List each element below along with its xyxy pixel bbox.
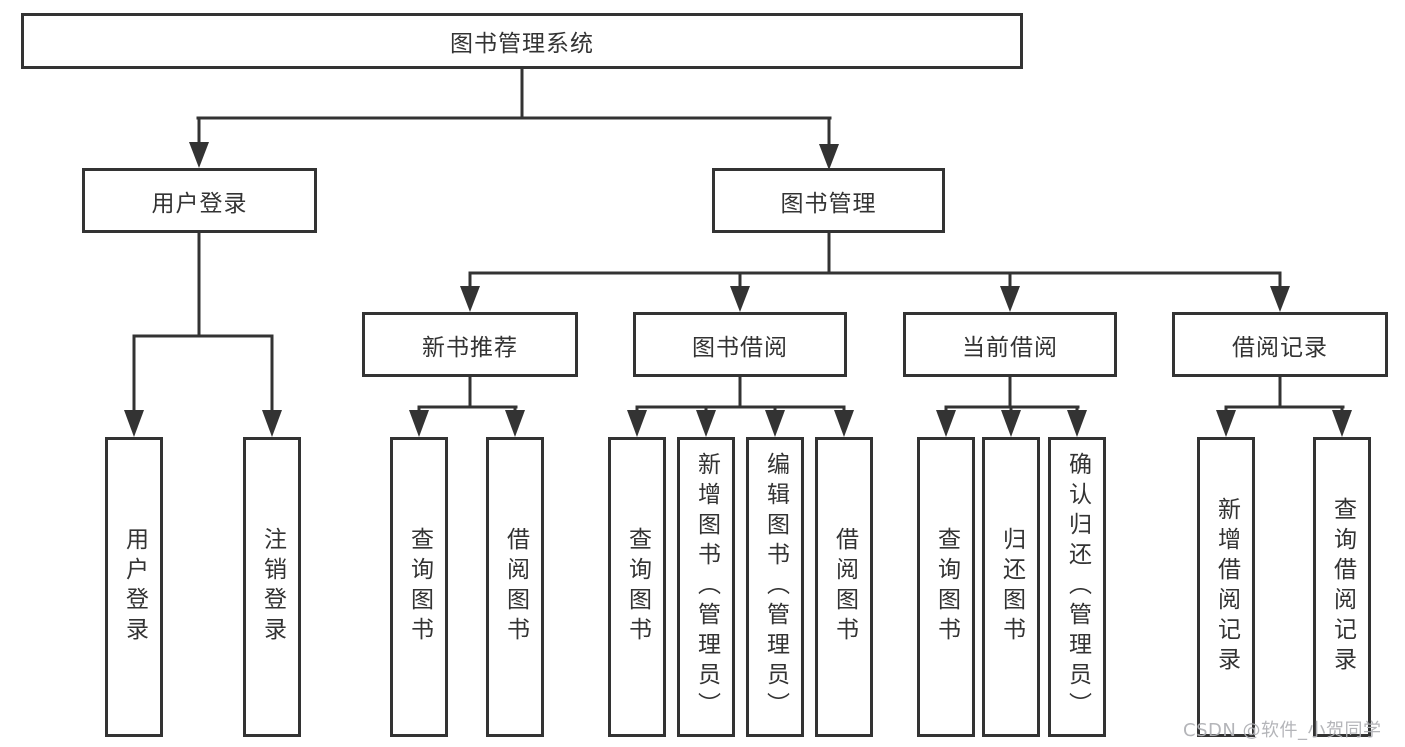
node-label: 借阅图书 [831, 527, 858, 647]
node-library-management-system: 图书管理系统 [21, 13, 1023, 69]
connector-line [417, 375, 1345, 409]
node-label: 注销登录 [259, 527, 286, 647]
node-borrowing-records: 借阅记录 [1172, 312, 1388, 377]
node-label: 查询图书 [933, 527, 960, 647]
arrow-head [262, 410, 282, 437]
arrow-head [189, 142, 209, 168]
node-label: 查询借阅记录 [1329, 497, 1356, 677]
arrow-head [936, 410, 956, 437]
arrow-head [819, 144, 839, 170]
arrow-head [627, 410, 647, 437]
node-new-book-recommendation: 新书推荐 [362, 312, 578, 377]
arrow-head [1000, 286, 1020, 312]
leaf-edit-book-admin: 编辑图书（管理员） [746, 437, 804, 737]
connector-line [468, 231, 1282, 290]
node-label: 当前借阅 [962, 334, 1058, 361]
node-label: 用户登录 [151, 190, 248, 217]
leaf-user-login: 用户登录 [105, 437, 163, 737]
node-label: 归还图书 [998, 527, 1025, 647]
node-label: 图书借阅 [692, 334, 788, 361]
node-label: 查询图书 [624, 527, 651, 647]
arrow-head [409, 410, 429, 437]
node-label: 确认归还（管理员） [1064, 452, 1091, 722]
arrow-head [1270, 286, 1290, 312]
arrow-head [124, 410, 144, 437]
node-label: 编辑图书（管理员） [762, 452, 789, 722]
arrow-head [834, 410, 854, 437]
leaf-return-book: 归还图书 [982, 437, 1040, 737]
leaf-borrow-books-recommend: 借阅图书 [486, 437, 544, 737]
node-book-borrowing: 图书借阅 [633, 312, 847, 377]
leaf-query-books-borrowing: 查询图书 [608, 437, 666, 737]
arrow-head [1067, 410, 1087, 437]
node-label: 用户登录 [121, 527, 148, 647]
arrow-head [1001, 410, 1021, 437]
node-label: 借阅记录 [1232, 334, 1328, 361]
arrow-head [730, 286, 750, 312]
connector-line [196, 67, 832, 148]
node-label: 图书管理系统 [450, 31, 594, 57]
leaf-logout-login: 注销登录 [243, 437, 301, 737]
node-label: 图书管理 [780, 190, 877, 217]
node-label: 查询图书 [406, 527, 433, 647]
arrow-head [505, 410, 525, 437]
arrow-head [460, 286, 480, 312]
csdn-watermark: CSDN @软件_小贺同学 [1183, 720, 1382, 741]
connector-line [417, 405, 1344, 414]
node-label: 新增借阅记录 [1213, 497, 1240, 677]
node-label: 借阅图书 [502, 527, 529, 647]
arrow-head [1216, 410, 1236, 437]
leaf-borrow-books-borrowing: 借阅图书 [815, 437, 873, 737]
arrow-head [1332, 410, 1352, 437]
leaf-query-borrow-record: 查询借阅记录 [1313, 437, 1371, 737]
node-user-login: 用户登录 [82, 168, 317, 233]
arrow-head [696, 410, 716, 437]
leaf-add-borrow-record: 新增借阅记录 [1197, 437, 1255, 737]
connector-line [132, 231, 274, 414]
leaf-add-book-admin: 新增图书（管理员） [677, 437, 735, 737]
leaf-confirm-return-admin: 确认归还（管理员） [1048, 437, 1106, 737]
leaf-query-books-recommend: 查询图书 [390, 437, 448, 737]
leaf-query-books-current: 查询图书 [917, 437, 975, 737]
node-label: 新增图书（管理员） [693, 452, 720, 722]
node-current-borrowing: 当前借阅 [903, 312, 1117, 377]
arrow-head [765, 410, 785, 437]
node-label: 新书推荐 [422, 334, 518, 361]
node-book-management: 图书管理 [712, 168, 945, 233]
